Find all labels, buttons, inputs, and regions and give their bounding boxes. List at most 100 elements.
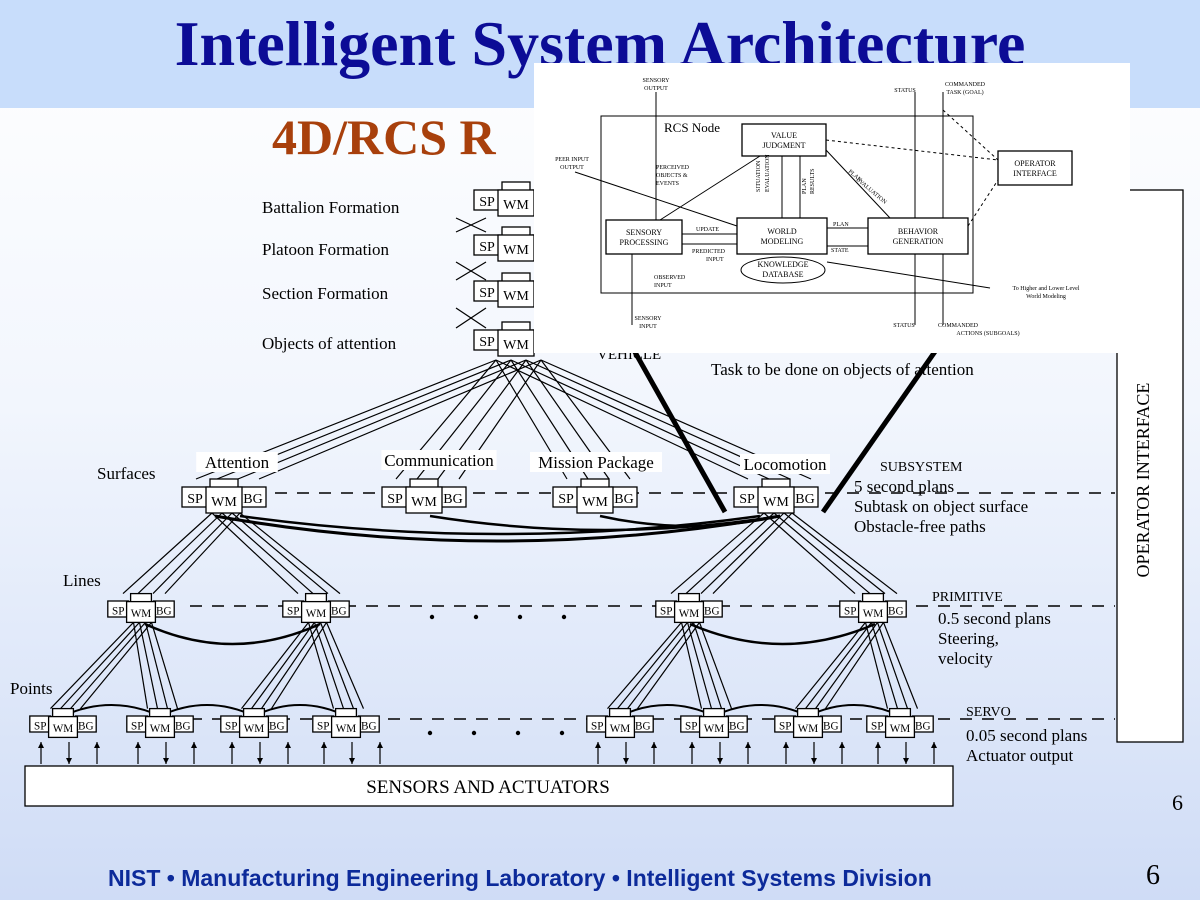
sp-label: SP: [387, 492, 403, 507]
commanded-actions-label: COMMANDED: [938, 323, 979, 329]
page-number: 6: [1146, 860, 1160, 891]
wm-label: WM: [582, 495, 608, 510]
sp-label: SP: [479, 195, 495, 210]
subsystem-link: [685, 512, 775, 595]
observed-input-label: OBSERVED: [654, 275, 686, 281]
operator-interface-box-inset-text: INTERFACE: [1013, 169, 1057, 178]
sensory-input-label: SENSORY: [634, 316, 662, 322]
wm-label: WM: [704, 723, 725, 735]
subsystem-note: Subtask on object surface: [854, 497, 1028, 516]
bg-label: BG: [888, 605, 904, 617]
arrow-head: [349, 758, 355, 764]
bg-label: BG: [361, 720, 377, 732]
sp-label: SP: [871, 720, 883, 732]
sp-label: SP: [479, 335, 495, 350]
arrow-head: [94, 742, 100, 748]
servo-note: 0.05 second plans: [966, 726, 1087, 745]
sensors-actuators-bar: SENSORS AND ACTUATORS: [24, 765, 954, 807]
perceived-link: [659, 155, 761, 221]
arrow-head: [595, 742, 601, 748]
bg-label: BG: [635, 720, 651, 732]
section-label: Section Formation: [262, 284, 389, 303]
operator-interface-box-inset-text: OPERATOR: [1014, 159, 1056, 168]
wm-box: [497, 329, 535, 357]
wm-label: WM: [336, 723, 357, 735]
primitive-link: [319, 622, 355, 709]
sensory-processing-box-text: SENSORY: [626, 228, 662, 237]
arrow-head: [717, 758, 723, 764]
wm-label: WM: [503, 289, 529, 304]
primitive-link: [132, 622, 149, 709]
arrow-head: [229, 742, 235, 748]
arrow-head: [745, 742, 751, 748]
arrow-head: [651, 742, 657, 748]
bg-label: BG: [915, 720, 931, 732]
sensory-processing-box-text: PROCESSING: [620, 238, 669, 247]
wm-box: [604, 715, 636, 739]
subsystem-link: [231, 512, 329, 595]
ellipsis-dot: [427, 730, 433, 736]
peer-input-label: PEER INPUT: [555, 157, 589, 163]
primitive-link: [607, 622, 682, 709]
subsystem-link: [211, 512, 299, 595]
primitive-link: [325, 622, 365, 709]
commanded-task-label: COMMANDED: [945, 82, 986, 88]
primitive-link: [870, 622, 899, 709]
peer-curve: [807, 704, 901, 717]
subsystem-note: Obstacle-free paths: [854, 517, 986, 536]
arrow-head: [66, 758, 72, 764]
rcs-node-frame: [600, 115, 974, 294]
sp-label: SP: [225, 720, 237, 732]
platoon-label: Platoon Formation: [262, 240, 390, 259]
wm-box: [300, 600, 332, 624]
wm-box: [238, 715, 270, 739]
sp-label: SP: [131, 720, 143, 732]
peer-input-label: OUTPUT: [560, 165, 584, 171]
plan-label: PLAN: [833, 222, 849, 228]
peer-curve: [159, 704, 255, 717]
peer-curve: [253, 704, 347, 717]
plan-results-label: PLAN: [802, 178, 808, 194]
primitive-link: [270, 622, 328, 709]
wm-label: WM: [306, 608, 327, 620]
situation-evaluation-label: EVALUATION: [765, 154, 771, 192]
sp-label: SP: [660, 605, 672, 617]
primitive-link: [795, 622, 866, 709]
wm-label: WM: [863, 608, 884, 620]
ellipsis-dot: [429, 614, 435, 620]
subsystem-label-bg: [381, 450, 497, 470]
primitive-link: [692, 622, 723, 709]
perceived-label: PERCEIVED: [656, 165, 690, 171]
bg-label: BG: [78, 720, 94, 732]
subsystem-label: Mission Package: [538, 453, 654, 472]
peer-curve: [239, 514, 761, 536]
primitive-link: [313, 622, 345, 709]
arrow-head: [163, 758, 169, 764]
column-link: [455, 261, 487, 281]
sp-label: SP: [112, 605, 124, 617]
slide-subtitle: 4D/RCS R: [272, 109, 496, 165]
peer-curve: [62, 704, 161, 717]
wm-box: [205, 486, 243, 514]
subsystem-link: [239, 512, 341, 595]
wm-label: WM: [131, 608, 152, 620]
primitive-link: [50, 621, 134, 710]
primitive-link: [637, 622, 700, 709]
situation-evaluation-label: SITUATION: [756, 160, 762, 192]
wm-box: [497, 189, 535, 217]
bg-label: BG: [175, 720, 191, 732]
value-judgment-box-text: JUDGMENT: [762, 141, 805, 150]
points-label: Points: [10, 679, 53, 698]
subsystem-note: 5 second plans: [854, 477, 954, 496]
